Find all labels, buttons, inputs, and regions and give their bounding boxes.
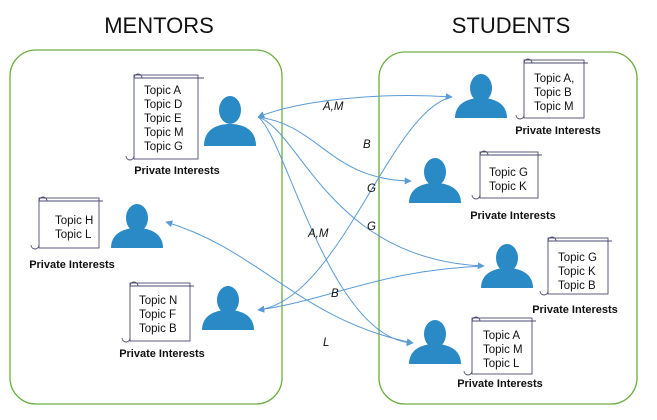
mentor-1-topic: Topic E: [144, 113, 182, 125]
student-1-topic: Topic B: [534, 87, 572, 99]
scroll-icon: [463, 316, 536, 376]
private-interests-caption: Private Interests: [457, 378, 543, 390]
edge-label: B: [331, 288, 339, 300]
student-1-topic: Topic M: [534, 101, 574, 113]
student-2: Topic G Topic K Private Interests: [409, 150, 556, 222]
mentor-1-topic: Topic G: [144, 141, 183, 153]
mentor-1: Topic A Topic D Topic E Topic M Topic G …: [125, 73, 256, 177]
student-3: Topic G Topic K Topic B Private Interest…: [481, 236, 618, 316]
connection-arrow-m1-s2: [257, 116, 412, 185]
private-interests-caption: Private Interests: [470, 210, 556, 222]
mentor-3-topic: Topic F: [139, 309, 176, 321]
scroll-icon: [121, 281, 194, 343]
person-icon: [202, 286, 254, 330]
mentor-1-topic: Topic D: [144, 99, 182, 111]
edge-label: G: [367, 221, 376, 233]
edge-label: A,M: [322, 101, 344, 113]
person-icon: [111, 204, 163, 248]
student-3-topic: Topic K: [558, 266, 596, 278]
mentor-3: Topic N Topic F Topic B Private Interest…: [119, 281, 254, 360]
person-icon: [409, 320, 461, 364]
private-interests-caption: Private Interests: [119, 348, 205, 360]
mentors-heading: MENTORS: [104, 13, 214, 38]
person-icon: [455, 74, 507, 118]
edge-label: G: [367, 183, 376, 195]
student-1: Topic A, Topic B Topic M Private Interes…: [455, 58, 601, 137]
person-icon: [409, 158, 461, 203]
student-2-topic: Topic G: [489, 167, 528, 179]
students-heading: STUDENTS: [452, 13, 571, 38]
student-3-topic: Topic B: [558, 280, 596, 292]
connection-arrow-m2-s4: [165, 220, 414, 346]
mentor-1-topic: Topic A: [144, 85, 181, 97]
student-4-topic: Topic A: [483, 330, 520, 342]
student-1-topic: Topic A,: [534, 73, 574, 85]
private-interests-caption: Private Interests: [134, 165, 220, 177]
person-icon: [204, 96, 256, 146]
student-3-topic: Topic G: [558, 252, 597, 264]
connection-arrow-m1-s3: [257, 116, 485, 270]
connection-layer: [165, 93, 485, 347]
scroll-icon: [30, 196, 103, 250]
edge-label: L: [323, 337, 329, 349]
private-interests-caption: Private Interests: [532, 304, 618, 316]
scroll-icon: [515, 58, 588, 120]
student-4-topic: Topic L: [483, 358, 520, 370]
mentor-3-topic: Topic N: [139, 295, 177, 307]
scroll-icon: [539, 236, 612, 296]
scroll-icon: [471, 150, 542, 200]
edge-label: B: [363, 139, 371, 151]
student-4: Topic A Topic M Topic L Private Interest…: [409, 316, 543, 390]
mentor-3-topic: Topic B: [139, 323, 177, 335]
student-2-topic: Topic K: [489, 181, 527, 193]
private-interests-caption: Private Interests: [29, 259, 115, 271]
mentor-2-topic: Topic L: [55, 229, 92, 241]
connection-arrow-m1-s1: [257, 93, 453, 118]
private-interests-caption: Private Interests: [515, 125, 601, 137]
mentor-2-topic: Topic H: [55, 215, 93, 227]
mentor-2: Topic H Topic L Private Interests: [29, 196, 163, 271]
person-icon: [481, 244, 533, 288]
scroll-icon: [125, 73, 204, 161]
student-4-topic: Topic M: [483, 344, 523, 356]
edge-label: A,M: [307, 228, 329, 240]
mentor-1-topic: Topic M: [144, 127, 184, 139]
